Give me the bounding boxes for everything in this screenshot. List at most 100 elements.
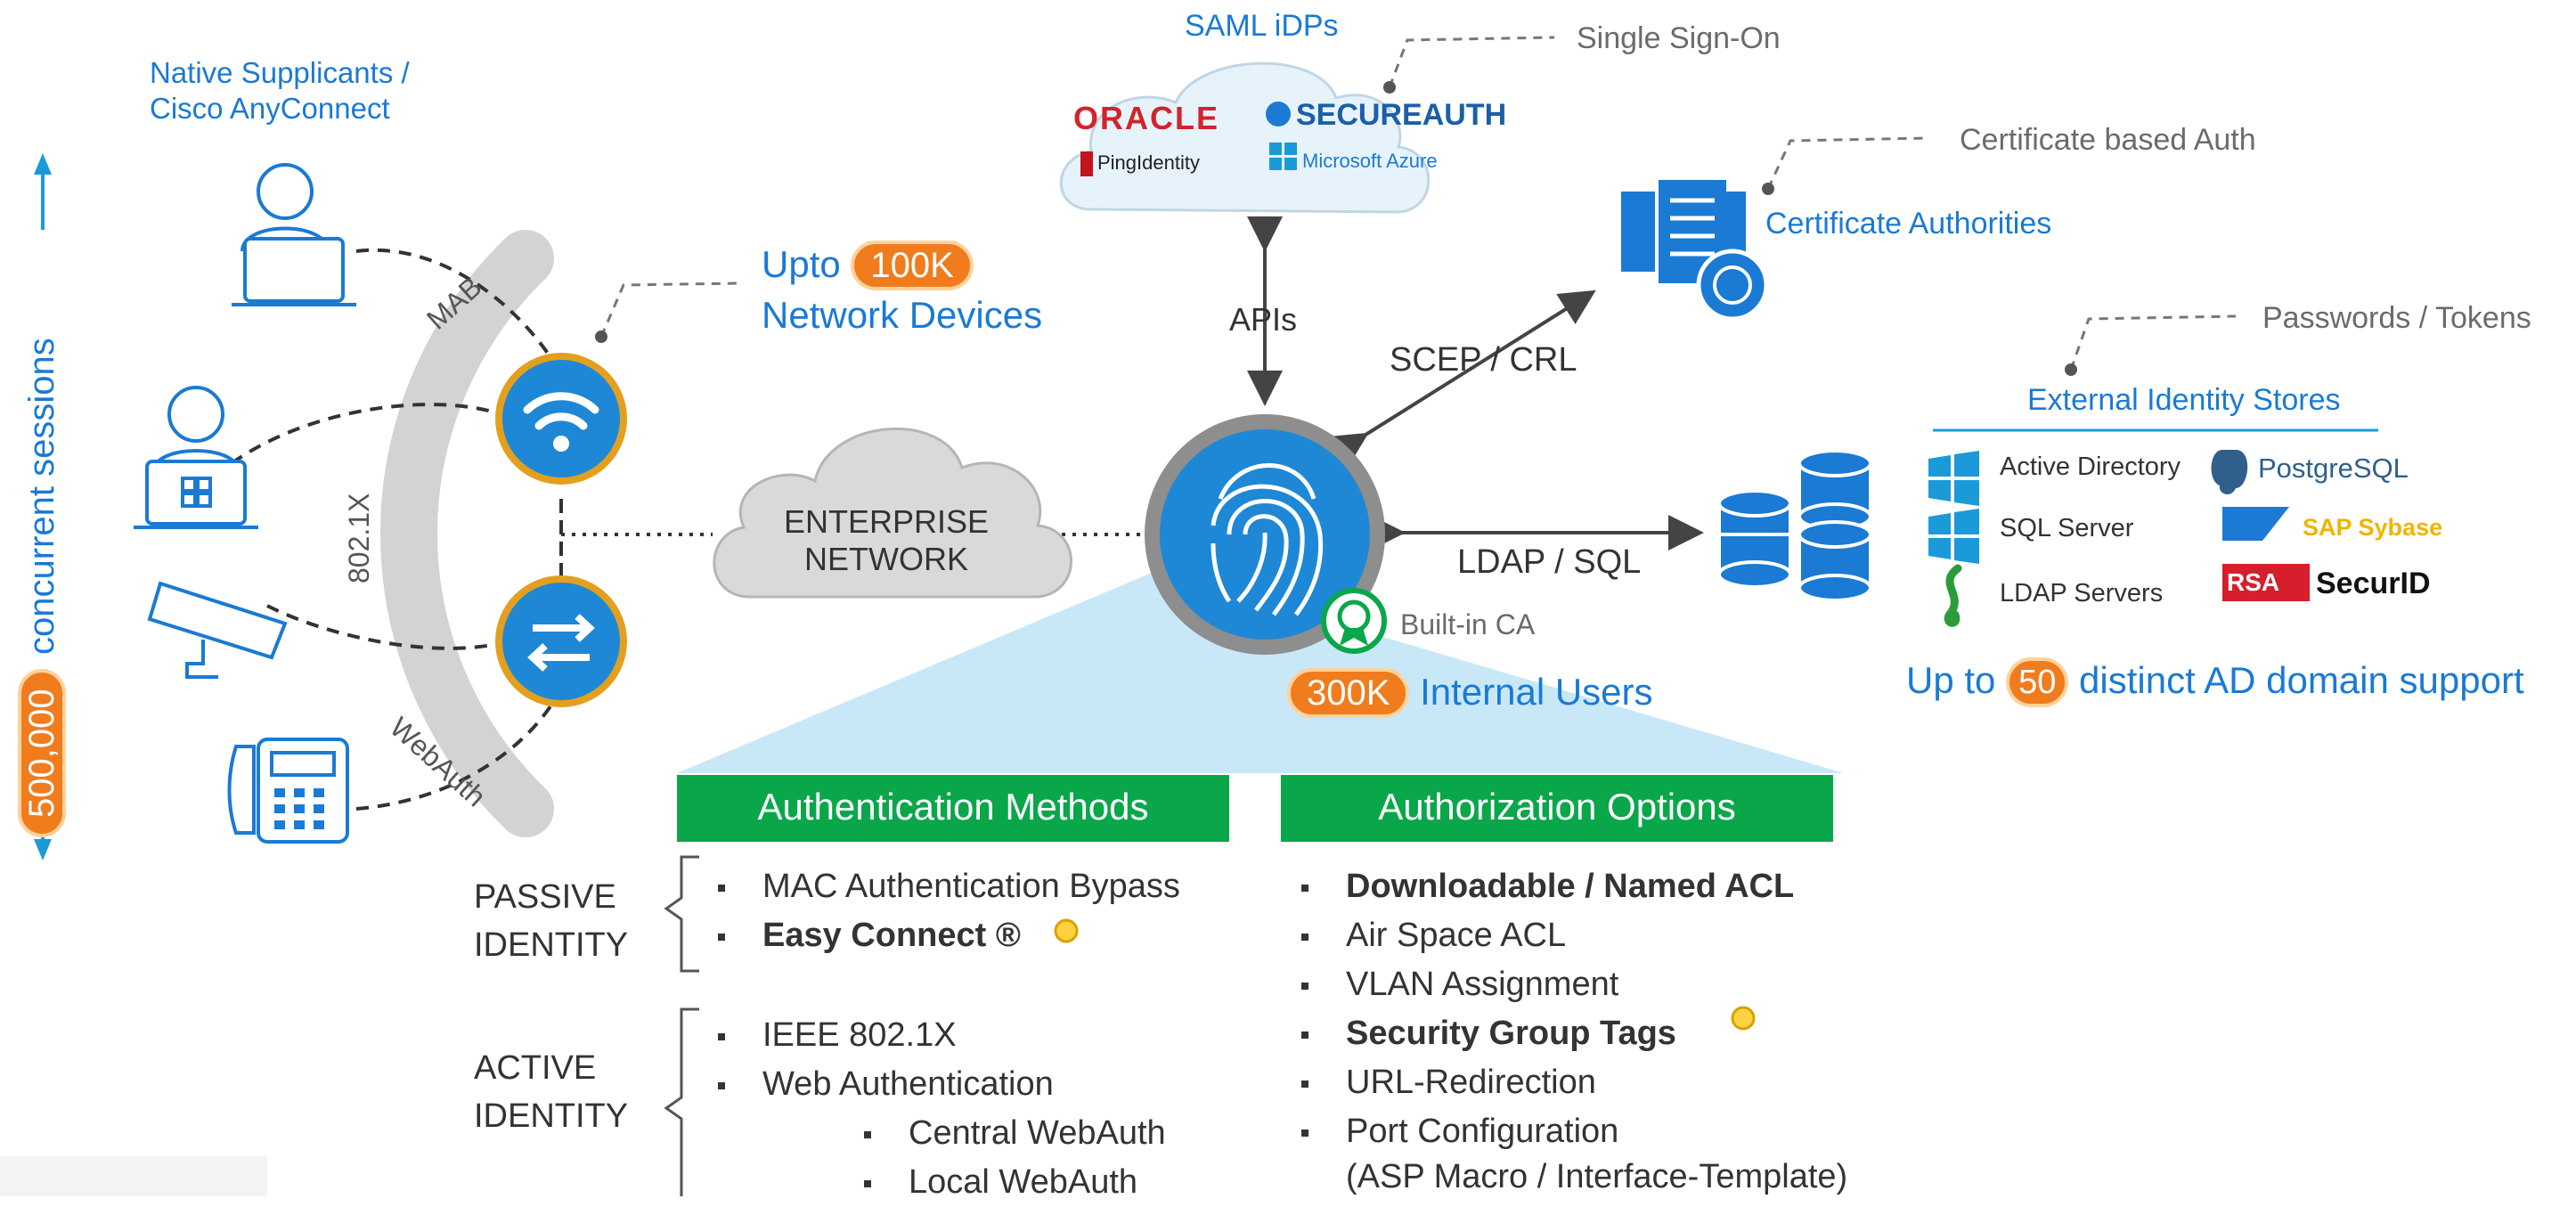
phone-icon: [227, 738, 349, 844]
active-methods-list: IEEE 802.1X Web Authentication Central W…: [713, 1011, 1166, 1207]
list-item: MAC Authentication Bypass: [713, 862, 1180, 911]
list-item: Web Authentication: [713, 1060, 1166, 1109]
postgresql-logo: [2211, 450, 2248, 495]
ca-callout: Certificate based Auth: [1960, 123, 2256, 157]
enterprise-network-label: ENTERPRISE NETWORK: [775, 503, 998, 578]
store-ldap-servers: LDAP Servers: [2000, 579, 2164, 608]
slide-corner-box: [0, 1156, 267, 1196]
windows-logo-icon: [1928, 509, 1979, 564]
ldap-leaf-icon: [1944, 564, 1962, 627]
list-item: Downloadable / Named ACL: [1296, 862, 1794, 911]
saml-title: SAML iDPs: [1185, 9, 1339, 43]
azure-logo: Microsoft Azure: [1302, 150, 1438, 172]
access-arc: [380, 230, 554, 837]
list-item: Central WebAuth: [713, 1109, 1166, 1158]
camera-icon: [147, 581, 288, 679]
certificate-authority-icon: [1621, 176, 1769, 322]
active-identity-label: ACTIVE IDENTITY: [474, 1044, 628, 1140]
callout-lines: [599, 36, 2237, 371]
list-item: VLAN Assignment: [1296, 960, 1794, 1009]
store-active-directory: Active Directory: [2000, 453, 2181, 481]
identity-engine-hub-icon: [1145, 414, 1385, 655]
hub-links: [1247, 216, 1704, 550]
passive-line-1: PASSIVE: [474, 878, 616, 916]
arc-label-8021x: 802.1X: [343, 493, 375, 583]
active-line-2: IDENTITY: [474, 1097, 629, 1135]
switch-device-icon: [495, 575, 627, 707]
saml-cloud: [1059, 61, 1431, 214]
supplicants-label: Native Supplicants / Cisco AnyConnect: [150, 55, 410, 126]
passive-identity-label: PASSIVE IDENTITY: [474, 873, 628, 969]
mac-user-icon: [232, 163, 356, 306]
ad-domain-support: Up to 50 distinct AD domain support: [1906, 657, 2524, 707]
wireless-device-icon: [495, 353, 627, 485]
authorization-options-list: Downloadable / Named ACL Air Space ACL V…: [1296, 862, 1794, 1156]
identity-brackets: [664, 855, 699, 1196]
sessions-count-badge: 500,000: [18, 669, 66, 837]
passive-methods-list: MAC Authentication Bypass Easy Connect ®: [713, 862, 1180, 960]
list-item: IEEE 802.1X: [713, 1011, 1166, 1060]
new-feature-icon: [1731, 1006, 1756, 1031]
enterprise-cloud: [713, 427, 1072, 599]
postgresql-logo-text: PostgreSQL: [2258, 453, 2409, 484]
windows-user-icon: [134, 386, 258, 529]
network-links: [559, 499, 1140, 583]
stores-callout: Passwords / Tokens: [2262, 301, 2531, 335]
ad-count-badge: 50: [2006, 657, 2069, 707]
network-line-2: NETWORK: [804, 541, 968, 577]
oracle-logo: ORACLE: [1073, 100, 1219, 136]
devices-prefix: Upto: [762, 243, 841, 285]
securid-logo-text: SecurID: [2316, 567, 2431, 600]
passive-line-2: IDENTITY: [474, 926, 629, 964]
devices-count-badge: 100K: [851, 241, 974, 290]
devices-label: Network Devices: [762, 294, 1043, 336]
rsa-logo: [2222, 564, 2310, 601]
authentication-methods-header: Authentication Methods: [677, 775, 1229, 842]
users-count-badge: 300K: [1287, 668, 1410, 718]
port-configuration-note: (ASP Macro / Interface-Template): [1346, 1158, 1848, 1195]
hub-coverage-triangle: [677, 570, 1844, 773]
ad-suffix: distinct AD domain support: [2079, 659, 2524, 701]
sso-callout: Single Sign-On: [1577, 21, 1781, 55]
azure-logo-mark: [1269, 143, 1297, 170]
sessions-label: 500,000 concurrent sessions: [18, 338, 66, 837]
active-line-1: ACTIVE: [474, 1049, 597, 1087]
sap-sybase-logo-text: SAP Sybase: [2303, 514, 2443, 541]
supplicants-line-1: Native Supplicants /: [150, 56, 410, 89]
builtin-ca-icon: [1321, 588, 1387, 654]
list-item: Air Space ACL: [1296, 911, 1794, 960]
supplicants-line-2: Cisco AnyConnect: [150, 92, 390, 125]
list-item: Port Configuration: [1296, 1107, 1794, 1156]
list-item: Local WebAuth: [713, 1158, 1166, 1207]
identity-store-database-icon: [1717, 449, 1872, 602]
users-text: Internal Users: [1420, 671, 1653, 713]
windows-logo-icon: [1928, 451, 1979, 506]
list-item: Security Group Tags: [1296, 1009, 1794, 1058]
fingerprint-icon: [1211, 463, 1324, 616]
endpoint-links: [230, 248, 563, 811]
network-line-1: ENTERPRISE: [783, 503, 990, 540]
apis-label: APIs: [1229, 301, 1298, 338]
pingidentity-logo: PingIdentity: [1097, 151, 1200, 174]
stores-title: External Identity Stores: [2027, 383, 2341, 417]
list-item: URL-Redirection: [1296, 1058, 1794, 1107]
secureauth-logo: SECUREAUTH: [1296, 98, 1507, 132]
new-feature-icon: [1054, 918, 1079, 943]
sap-logo: [2222, 507, 2289, 541]
ping-logo-mark: [1080, 151, 1093, 176]
network-devices-label: Upto 100K Network Devices: [762, 241, 1042, 337]
list-item: Easy Connect ®: [713, 911, 1180, 960]
secureauth-logo-mark: [1266, 102, 1291, 126]
internal-users-label: 300K Internal Users: [1287, 668, 1653, 718]
sessions-text: concurrent sessions: [22, 338, 61, 655]
builtin-ca-label: Built-in CA: [1400, 608, 1536, 640]
rsa-logo-text: RSA: [2227, 568, 2280, 596]
scep-crl-label: SCEP / CRL: [1390, 341, 1577, 379]
ca-title: Certificate Authorities: [1765, 207, 2052, 241]
ad-prefix: Up to: [1906, 659, 1996, 701]
authorization-options-header: Authorization Options: [1281, 775, 1833, 842]
store-sql-server: SQL Server: [2000, 514, 2134, 542]
ldap-sql-label: LDAP / SQL: [1457, 543, 1642, 581]
